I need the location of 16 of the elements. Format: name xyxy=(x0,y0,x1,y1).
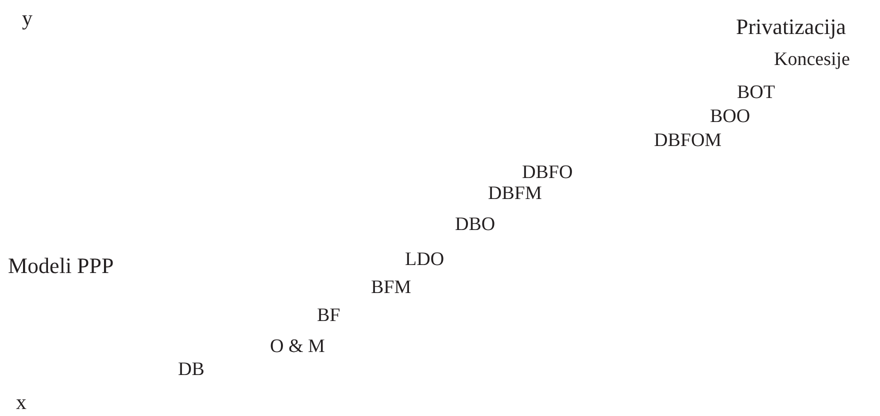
model-label: DBO xyxy=(455,215,496,234)
axis-title: Modeli PPP xyxy=(8,255,114,277)
axis-label: y xyxy=(22,8,32,29)
model-label: LDO xyxy=(405,250,444,269)
model-label: Koncesije xyxy=(774,50,850,69)
model-label: DBFOM xyxy=(654,131,722,150)
model-label: DB xyxy=(178,360,204,379)
axis-label: x xyxy=(16,392,26,413)
model-label: BOO xyxy=(710,107,750,126)
model-label: BF xyxy=(317,306,340,325)
model-label: BOT xyxy=(737,83,775,102)
model-label: DBFM xyxy=(488,184,542,203)
model-label: BFM xyxy=(371,278,412,297)
model-label: DBFO xyxy=(522,163,573,182)
model-label: Privatizacija xyxy=(736,16,846,38)
model-label: O & M xyxy=(270,337,325,356)
